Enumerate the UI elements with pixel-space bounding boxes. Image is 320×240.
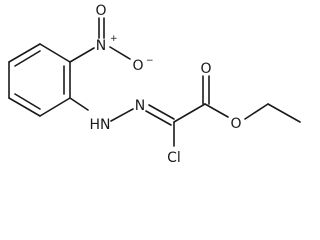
nitro-oxygen-top-label: O bbox=[95, 3, 106, 19]
c-c-bond bbox=[173, 103, 206, 123]
ring-to-nitro-bond bbox=[69, 47, 95, 63]
carbonyl-oxygen-label: O bbox=[200, 61, 211, 77]
ring-bond bbox=[39, 97, 71, 117]
chemical-structure: O N + O − HN N Cl O O bbox=[8, 3, 301, 166]
ring-bond bbox=[8, 97, 41, 117]
c-o-single-bond bbox=[204, 103, 229, 118]
nitro-group: O N + O − bbox=[69, 3, 154, 74]
ester-group: O O bbox=[173, 61, 301, 132]
nh-n-bond bbox=[110, 108, 134, 122]
o-ch2-bond bbox=[244, 103, 269, 120]
structure-svg: O N + O − HN N Cl O O bbox=[8, 3, 301, 166]
nitro-oxygen-right-label: O bbox=[132, 58, 143, 74]
hydrazone-n-label: N bbox=[135, 98, 145, 114]
ring-bond bbox=[39, 43, 71, 63]
benzene-ring bbox=[8, 43, 71, 117]
hydrazone-nh-label: HN bbox=[90, 117, 111, 133]
c-n-double-bond bbox=[145, 110, 172, 126]
nitro-positive-charge: + bbox=[110, 34, 118, 44]
ester-oxygen-label: O bbox=[230, 116, 241, 132]
ring-to-nh-bond bbox=[69, 97, 89, 111]
ring-bond bbox=[8, 43, 41, 63]
c-n-double-bond bbox=[148, 104, 175, 120]
nitro-nitrogen-label: N bbox=[96, 38, 106, 54]
chlorine-label: Cl bbox=[167, 150, 181, 166]
ring-double-bond bbox=[14, 93, 41, 110]
ring-double-bond bbox=[14, 50, 41, 67]
hydrazone-group: HN N bbox=[69, 97, 175, 133]
nitro-negative-charge: − bbox=[146, 56, 154, 66]
n-o-single-bond bbox=[109, 46, 131, 60]
ch2-ch3-bond bbox=[267, 103, 301, 123]
chloro-group: Cl bbox=[167, 121, 181, 166]
